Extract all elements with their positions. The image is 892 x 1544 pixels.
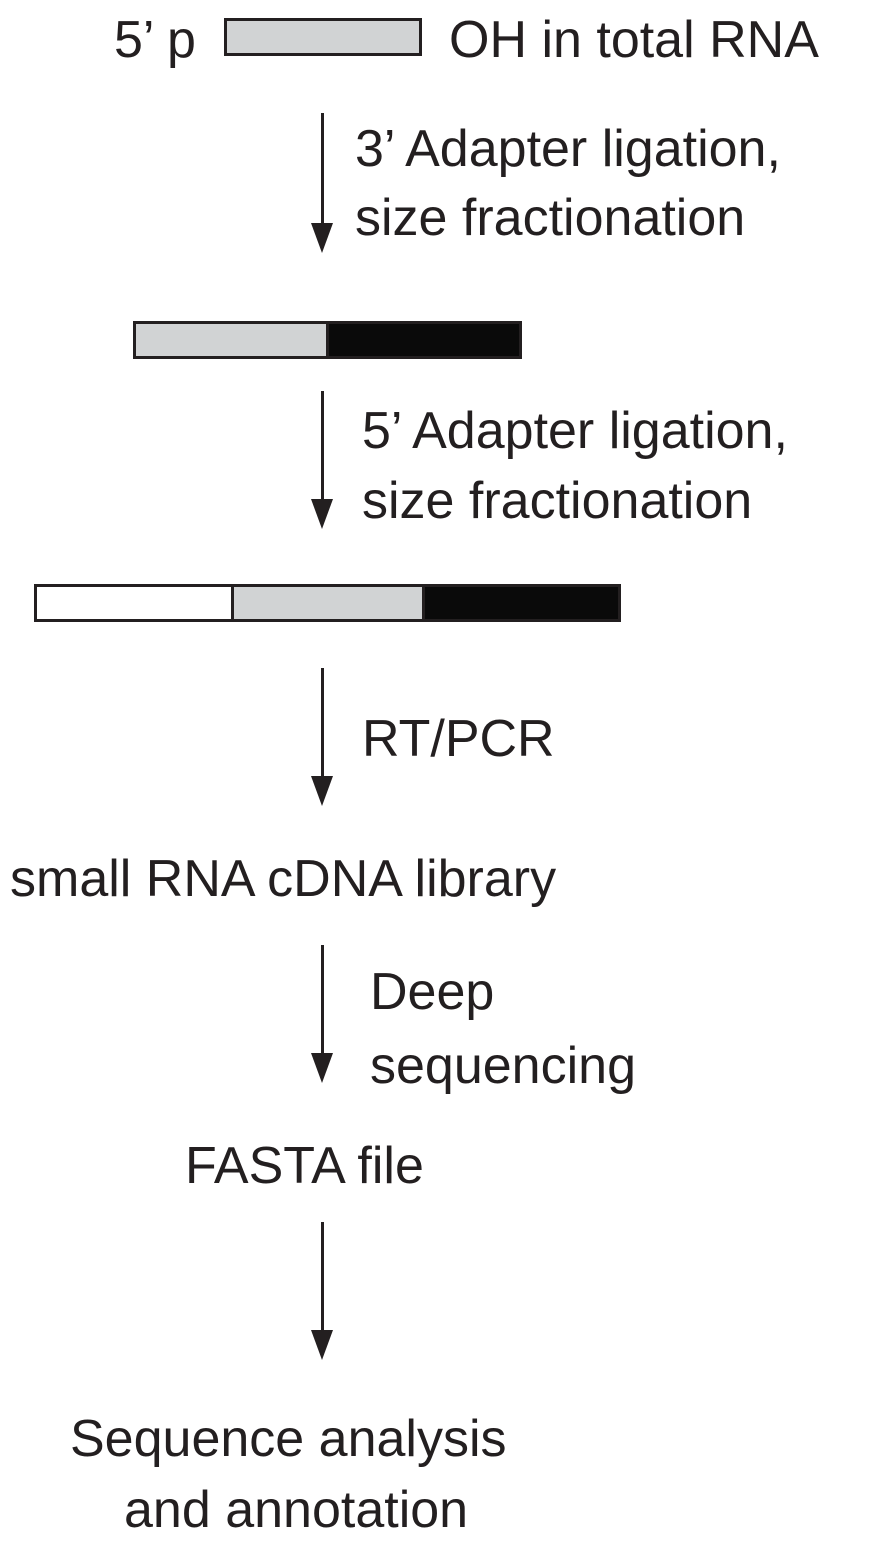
step-arrow-2 — [311, 391, 335, 531]
step-arrow-3 — [311, 668, 335, 808]
step-arrow-1 — [311, 113, 335, 253]
step-4-label-line2: sequencing — [370, 1037, 636, 1095]
small-rna-molecule — [224, 18, 422, 56]
step-1-label-line2: size fractionation — [355, 189, 746, 247]
analysis-label-line1: Sequence analysis — [70, 1410, 507, 1468]
analysis-label-line2: and annotation — [124, 1481, 469, 1539]
fasta-file-label: FASTA file — [185, 1137, 424, 1195]
step-1-label-line1: 3’ Adapter ligation, — [355, 120, 781, 178]
step-2-label-line2: size fractionation — [362, 472, 753, 530]
total-rna-label: OH in total RNA — [449, 11, 819, 69]
five-prime-adapter-segment — [37, 587, 234, 619]
five-prime-phosphate-label: 5’ p — [114, 11, 196, 69]
cdna-library-label: small RNA cDNA library — [10, 850, 557, 908]
small-rna-segment — [136, 324, 329, 356]
rna-3prime-adapter-product — [133, 321, 522, 359]
step-2-label-line1: 5’ Adapter ligation, — [362, 402, 788, 460]
three-prime-adapter-segment — [425, 587, 618, 619]
step-arrow-5 — [311, 1222, 335, 1362]
step-4-label-line1: Deep — [370, 963, 495, 1021]
step-arrow-4 — [311, 945, 335, 1085]
three-prime-adapter-segment — [329, 324, 519, 356]
small-rna-segment — [234, 587, 425, 619]
step-3-label: RT/PCR — [362, 710, 555, 768]
full-adapter-product — [34, 584, 621, 622]
